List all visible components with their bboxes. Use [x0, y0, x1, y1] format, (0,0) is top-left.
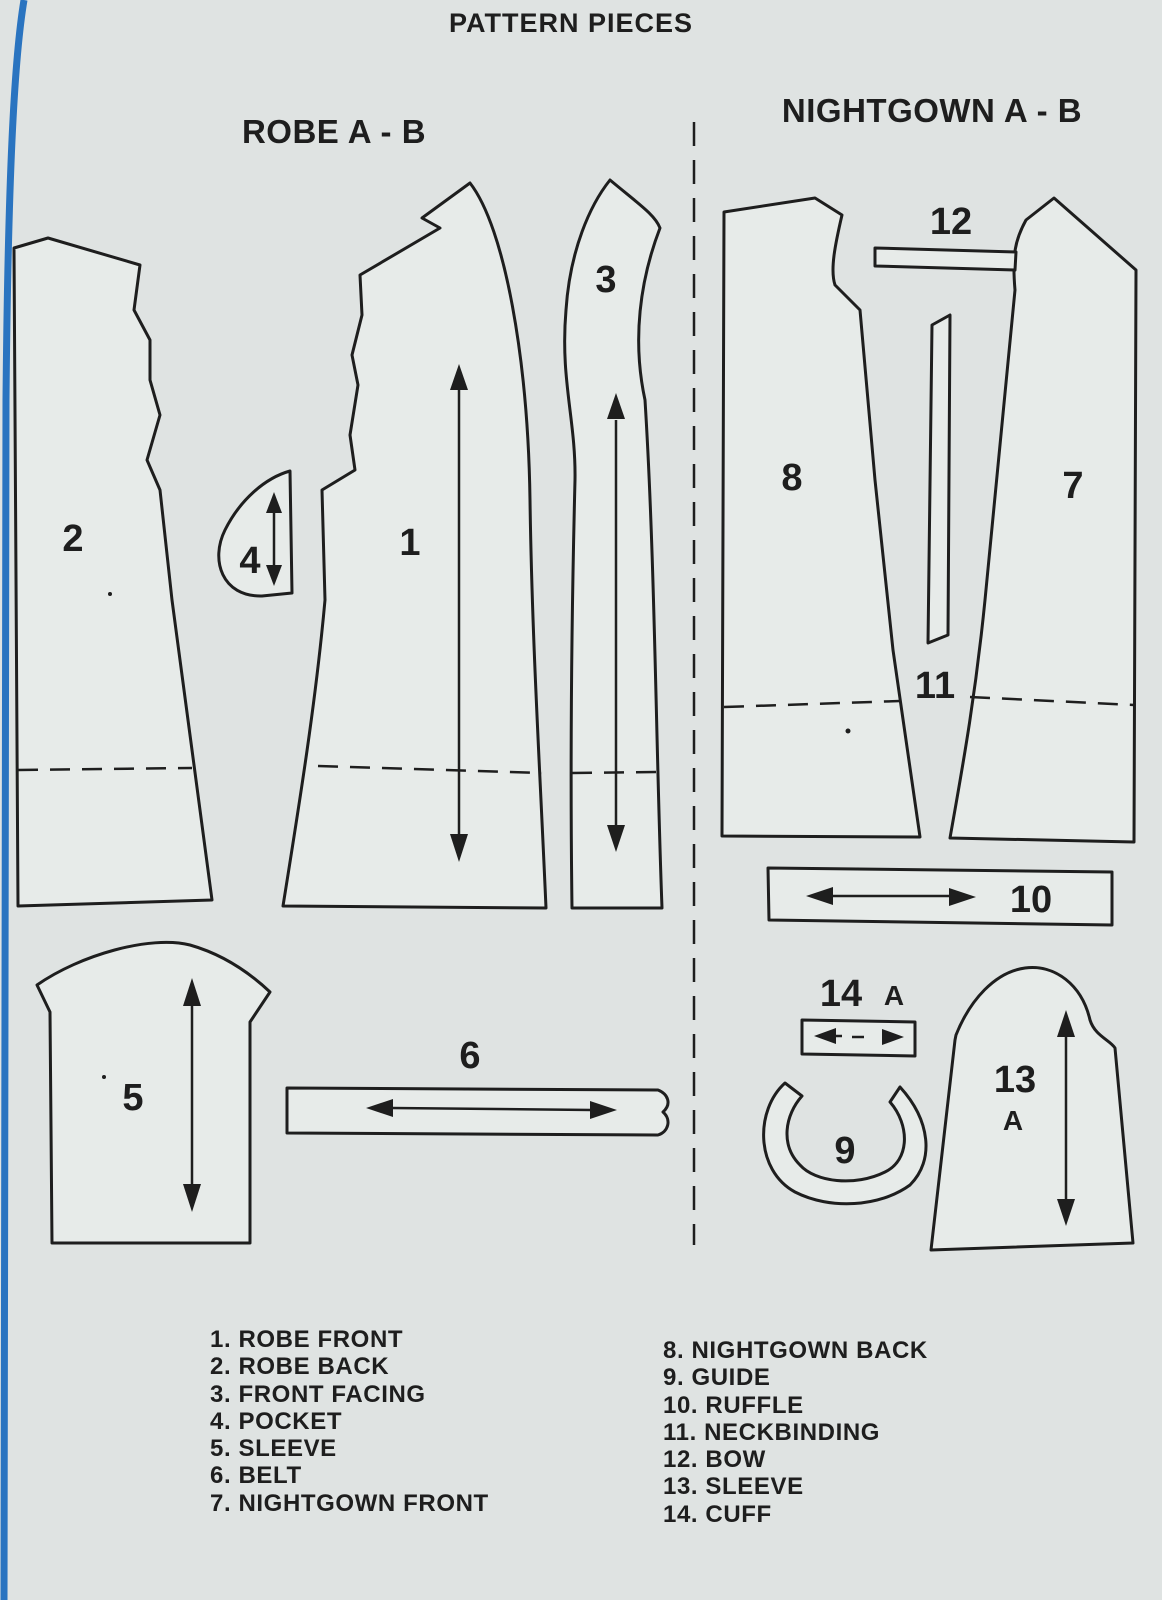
piece-number-2: 2 — [62, 518, 83, 560]
pattern-piece-neckbinding: 11 — [915, 313, 955, 707]
pattern-piece-nightgown-front: 7 — [948, 196, 1138, 844]
grainline-arrow-down — [450, 834, 468, 862]
grainline-arrow-down — [607, 825, 625, 852]
piece-number-8: 8 — [781, 457, 802, 499]
legend-item: 4. POCKET — [210, 1407, 343, 1435]
pattern-piece-belt: 6 — [285, 1035, 670, 1137]
piece-number-4: 4 — [239, 540, 260, 582]
legend-item: 5. SLEEVE — [210, 1435, 337, 1463]
legend-item: 12. BOW — [663, 1446, 766, 1474]
pattern-piece-ruffle: 10 — [766, 866, 1114, 927]
piece-number-12: 12 — [930, 201, 972, 243]
pattern-piece-cuff: 14 A — [800, 973, 917, 1058]
piece-number-6: 6 — [459, 1035, 480, 1077]
pattern-piece-guide: 9 — [762, 1081, 928, 1206]
pattern-piece-front-facing: 3 — [563, 178, 664, 910]
legend-item: 13. SLEEVE — [663, 1473, 804, 1501]
print-speck — [108, 592, 112, 596]
legend-item: 8. NIGHTGOWN BACK — [663, 1337, 928, 1364]
piece-variant-14: A — [884, 980, 904, 1011]
piece-variant-13: A — [1003, 1105, 1023, 1136]
print-speck — [102, 1075, 106, 1079]
legend-item: 10. RUFFLE — [663, 1391, 804, 1419]
piece-number-11: 11 — [915, 665, 955, 707]
legend-item: 14. CUFF — [663, 1500, 772, 1528]
piece-number-3: 3 — [595, 259, 616, 301]
pattern-piece-robe-back: 2 — [12, 236, 214, 908]
grainline-arrow-up — [450, 364, 468, 390]
blue-page-edge — [0, 0, 28, 1600]
print-speck — [845, 728, 851, 734]
nightgown-heading: NIGHTGOWN A - B — [782, 92, 1082, 129]
pattern-piece-robe-front: 1 — [281, 181, 548, 910]
robe-heading: ROBE A - B — [242, 113, 426, 150]
piece-number-1: 1 — [399, 522, 420, 564]
legend-item: 9. GUIDE — [663, 1364, 771, 1392]
legend-item: 2. ROBE BACK — [210, 1353, 390, 1381]
pattern-piece-pocket: 4 — [217, 469, 294, 598]
piece-number-9: 9 — [834, 1130, 855, 1172]
legend-item: 6. BELT — [210, 1462, 302, 1490]
piece-number-7: 7 — [1062, 465, 1083, 507]
piece-number-13: 13 — [994, 1059, 1036, 1101]
page-title: PATTERN PIECES — [449, 8, 693, 38]
legend-item: 3. FRONT FACING — [210, 1380, 426, 1408]
legend-left-column: 1. ROBE FRONT 2. ROBE BACK 3. FRONT FACI… — [210, 1326, 489, 1517]
legend-right-column: 8. NIGHTGOWN BACK 9. GUIDE 10. RUFFLE 11… — [663, 1337, 928, 1528]
piece-number-5: 5 — [122, 1077, 143, 1119]
grainline-arrow-up — [607, 393, 625, 419]
piece-number-10: 10 — [1010, 879, 1052, 921]
pattern-piece-sleeve: 5 — [35, 940, 272, 1245]
pattern-piece-bow: 12 — [873, 201, 1018, 272]
piece-number-14: 14 — [820, 973, 862, 1015]
legend-item: 7. NIGHTGOWN FRONT — [210, 1489, 489, 1517]
pattern-piece-nightgown-sleeve: 13 A — [929, 966, 1135, 1252]
legend-item: 1. ROBE FRONT — [210, 1326, 404, 1353]
legend-item: 11. NECKBINDING — [663, 1418, 881, 1446]
pattern-piece-nightgown-back: 8 — [720, 196, 922, 839]
